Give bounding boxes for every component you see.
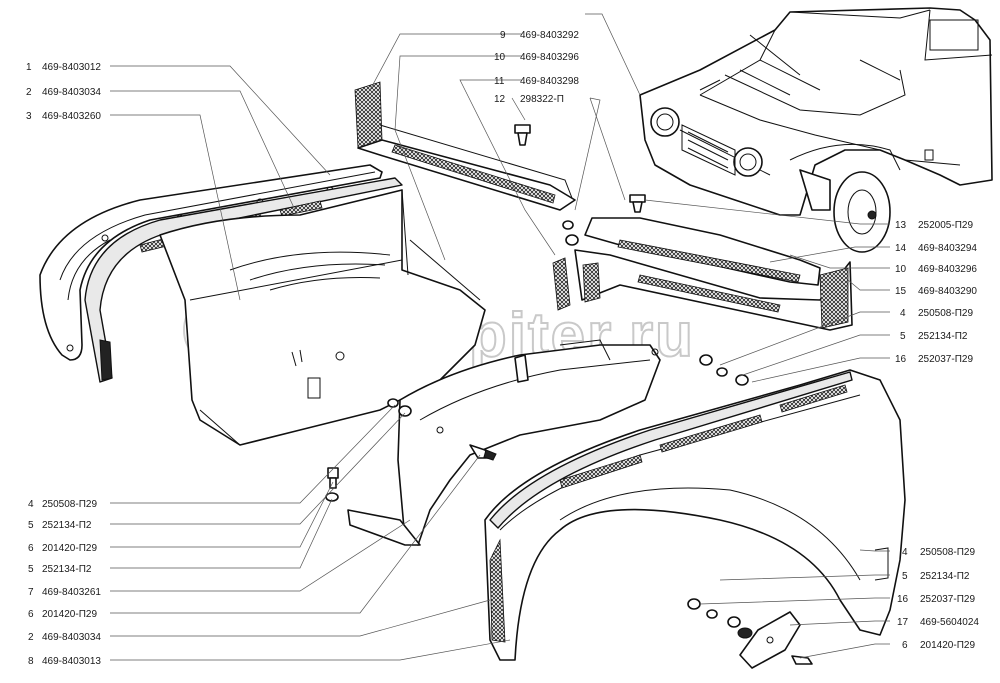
- callout-num: 1: [26, 62, 32, 73]
- callout-num: 9: [500, 30, 506, 41]
- callout-code: 252134-П2: [918, 331, 968, 342]
- callout-num: 13: [895, 220, 907, 231]
- callout-num: 6: [28, 609, 34, 620]
- callout-num: 12: [494, 94, 506, 105]
- callout-num: 2: [26, 87, 32, 98]
- callouts-left: 1 469-8403012 2 469-8403034 3 469-840326…: [26, 62, 101, 122]
- callout-code: 252037-П29: [920, 594, 975, 605]
- callout-num: 6: [28, 543, 34, 554]
- callout-num: 5: [28, 564, 34, 575]
- callout-code: 250508-П29: [918, 308, 973, 319]
- callout-num: 4: [900, 308, 906, 319]
- callout-code: 469-8403013: [42, 656, 101, 667]
- callout-code: 469-8403012: [42, 62, 101, 73]
- callout-code: 469-8403292: [520, 30, 579, 41]
- part-17-bracket: [739, 611, 801, 669]
- callout-num: 2: [28, 632, 34, 643]
- callout-code: 298322-П: [520, 94, 564, 105]
- callout-num: 6: [902, 640, 908, 651]
- callout-num: 17: [897, 617, 909, 628]
- fasteners: [325, 124, 813, 665]
- callout-code: 469-8403294: [918, 243, 977, 254]
- callout-code: 469-8403260: [42, 111, 101, 122]
- part-7-front-inner-panel: [347, 339, 661, 546]
- callout-code: 469-8403261: [42, 587, 101, 598]
- part-14-15-right-strips: [552, 217, 853, 331]
- vehicle-illustration: [639, 7, 993, 253]
- callout-num: 5: [902, 571, 908, 582]
- callout-num: 11: [494, 76, 505, 87]
- callout-code: 469-8403290: [918, 286, 977, 297]
- callouts-right: 13 252005-П29 14 469-8403294 10 469-8403…: [895, 220, 977, 365]
- callout-num: 16: [897, 594, 909, 605]
- part-8-front-fender: [484, 369, 906, 661]
- callout-code: 252134-П2: [42, 564, 92, 575]
- callout-code: 469-5604024: [920, 617, 979, 628]
- callout-num: 15: [895, 286, 907, 297]
- callouts-top: 9 469-8403292 10 469-8403296 11 469-8403…: [494, 30, 579, 105]
- callout-code: 201420-П29: [920, 640, 975, 651]
- callout-code: 469-8403296: [918, 264, 977, 275]
- callout-num: 14: [895, 243, 907, 254]
- callout-code: 252134-П2: [920, 571, 970, 582]
- callout-code: 250508-П29: [42, 499, 97, 510]
- callout-num: 4: [902, 547, 908, 558]
- callout-num: 5: [900, 331, 906, 342]
- leader-lines: [110, 13, 890, 661]
- callouts-bottom-right: 4 250508-П29 5 252134-П2 16 252037-П29 1…: [897, 547, 979, 651]
- part-3-inner-arch-panel: [159, 189, 486, 446]
- callout-num: 4: [28, 499, 34, 510]
- callout-num: 8: [28, 656, 34, 667]
- callouts-bottom-left: 4 250508-П29 5 252134-П2 6 201420-П29 5 …: [28, 499, 101, 667]
- callout-code: 469-8403298: [520, 76, 579, 87]
- callout-code: 201420-П29: [42, 609, 97, 620]
- callout-num: 3: [26, 111, 32, 122]
- callout-code: 201420-П29: [42, 543, 97, 554]
- callout-code: 250508-П29: [920, 547, 975, 558]
- callout-code: 252134-П2: [42, 520, 92, 531]
- callout-code: 469-8403034: [42, 87, 101, 98]
- callout-code: 252005-П29: [918, 220, 973, 231]
- callout-num: 5: [28, 520, 34, 531]
- callout-num: 10: [494, 52, 506, 63]
- callout-num: 10: [895, 264, 907, 275]
- callout-code: 469-8403034: [42, 632, 101, 643]
- callout-num: 16: [895, 354, 907, 365]
- callout-code: 252037-П29: [918, 354, 973, 365]
- callout-num: 7: [28, 587, 34, 598]
- callout-code: 469-8403296: [520, 52, 579, 63]
